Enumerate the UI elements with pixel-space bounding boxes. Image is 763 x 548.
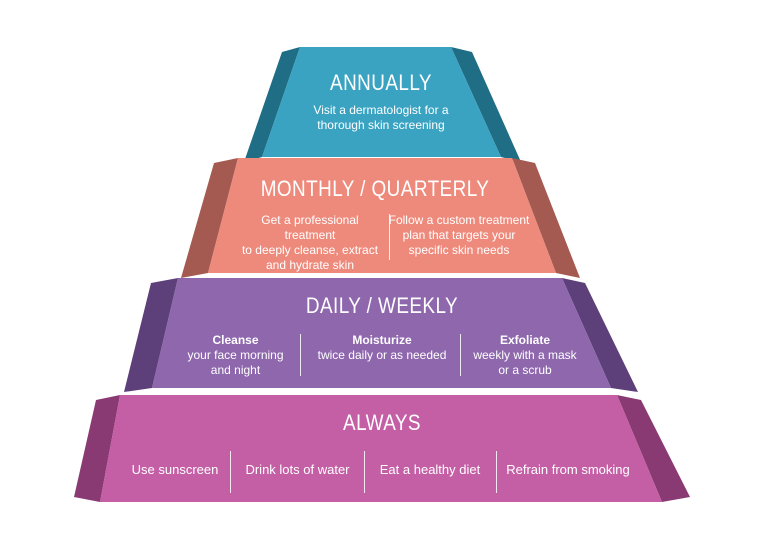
tier-daily-item-line: or a scrub <box>498 363 552 377</box>
tier-daily-item-exfoliate: Exfoliate weekly with a mask or a scrub <box>466 333 584 378</box>
tier-monthly-shape <box>181 158 580 278</box>
tier-monthly-left-line: Get a professional treatment <box>261 213 359 242</box>
tier-annually-line-2: thorough skin screening <box>317 118 445 132</box>
tier-daily-shape <box>124 278 638 392</box>
tier-monthly-left-text: Get a professional treatment to deeply c… <box>235 213 385 273</box>
tier-monthly-divider <box>389 214 390 260</box>
tier-daily-item-heading: Moisturize <box>352 333 412 347</box>
tier-monthly-left-line: to deeply cleanse, extract <box>241 243 379 257</box>
tier-daily-divider-2 <box>460 334 461 376</box>
tier-daily-title: DAILY / WEEKLY <box>305 293 459 318</box>
tier-monthly-right-line: Follow a custom treatment <box>388 213 530 227</box>
tier-daily-item-line: and night <box>210 363 261 377</box>
tier-annually-shape <box>244 47 521 162</box>
tier-daily-item-heading: Exfoliate <box>499 333 550 347</box>
tier-daily-divider-1 <box>300 334 301 376</box>
tier-monthly-right-line: specific skin needs <box>408 243 510 257</box>
tier-always-item-4: Refrain from smoking <box>506 462 630 477</box>
tier-monthly-right-line: plan that targets your <box>402 228 516 242</box>
tier-daily-item-moisturize: Moisturize twice daily or as needed <box>307 333 457 363</box>
tier-daily-item-heading: Cleanse <box>212 333 259 347</box>
tier-always-divider-2 <box>364 451 365 493</box>
tier-daily-item-cleanse: Cleanse your face morning and night <box>178 333 293 378</box>
tier-always-divider-1 <box>230 451 231 493</box>
tier-daily-item-line: weekly with a mask <box>473 348 577 362</box>
tier-daily-item-line: twice daily or as needed <box>317 348 447 362</box>
tier-always-shape <box>74 395 690 502</box>
tier-monthly-left-line: and hydrate skin <box>265 258 355 272</box>
tier-always-item-3: Eat a healthy diet <box>379 462 481 477</box>
tier-monthly-title: MONTHLY / QUARTERLY <box>260 176 490 201</box>
tier-always-item-1: Use sunscreen <box>131 462 219 477</box>
tier-always-item-2: Drink lots of water <box>245 462 350 477</box>
tier-daily-item-line: your face morning <box>187 348 284 362</box>
tier-always-title: ALWAYS <box>343 410 421 435</box>
tier-annually-line-1: Visit a dermatologist for a <box>313 103 449 117</box>
tier-annually-title: ANNUALLY <box>330 70 432 95</box>
tier-monthly-right-text: Follow a custom treatment plan that targ… <box>384 213 534 258</box>
tier-annually-description: Visit a dermatologist for a thorough ski… <box>281 103 481 133</box>
tier-always-divider-3 <box>496 451 497 493</box>
